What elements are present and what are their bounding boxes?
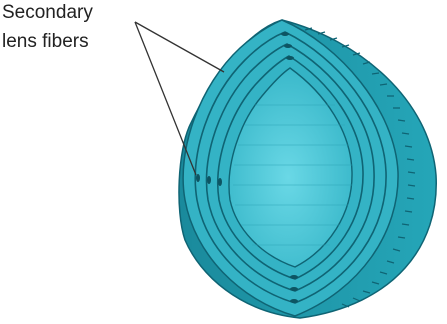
pointer-line-upper bbox=[135, 22, 224, 72]
label-lens-fibers: lens fibers bbox=[2, 31, 89, 53]
label-secondary: Secondary bbox=[2, 2, 93, 24]
pointer-line-lower bbox=[135, 22, 196, 175]
